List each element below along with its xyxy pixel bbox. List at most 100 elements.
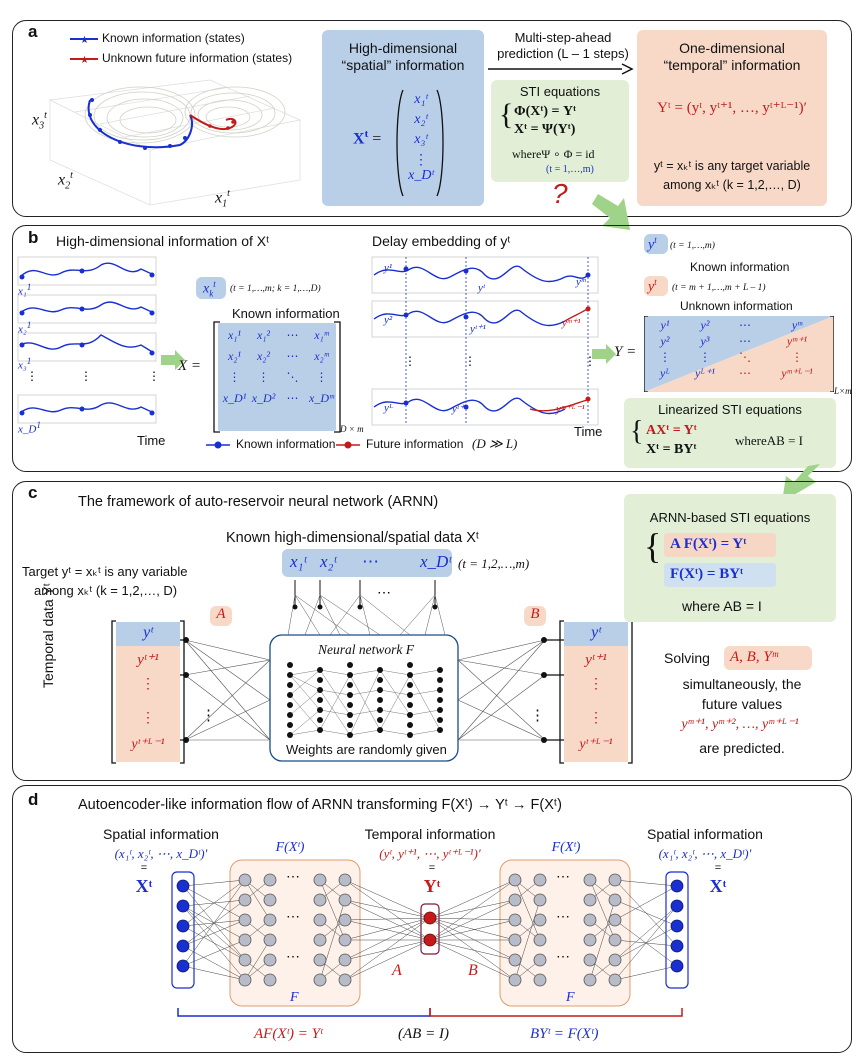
solving-vars-chip — [724, 646, 812, 670]
svg-text:⋯: ⋯ — [377, 584, 391, 600]
dots-d-l3: ⋯ — [286, 948, 300, 964]
input-xD: x_Dᵗ — [420, 552, 452, 571]
X-cell: x_D¹ — [222, 391, 247, 405]
time-right: Time — [574, 424, 603, 439]
panel-d-title: Autoencoder-like information flow of ARN… — [78, 797, 562, 813]
panel-a — [12, 20, 852, 217]
Y-def: Yᵗ = (yᵗ, yᵗ⁺¹, …, yᵗ⁺ᴸ⁻¹)′ — [657, 100, 807, 116]
Y-cell: yᵐ⁺¹ — [786, 334, 808, 348]
sti-eq-1: Φ(Xᵗ) = Yᵗ — [514, 104, 577, 119]
Y-cell: ⋮ — [791, 350, 803, 364]
xk-chip-text: xkt — [203, 279, 216, 299]
time-left: Time — [137, 433, 166, 448]
B-label-c: B — [530, 606, 540, 622]
B-label-d: B — [468, 962, 478, 979]
hd-spatial-box — [322, 30, 484, 206]
arrow-text-1: Multi-step-ahead — [514, 30, 612, 45]
spatial-right-tuple: (x₁ᵗ, x₂ᵗ, ⋯, x_Dᵗ)′ — [658, 846, 752, 861]
temporal-tuple: (yᵗ, yᵗ⁺¹, ⋯, yᵗ⁺ᴸ⁻¹)′ — [379, 846, 481, 861]
y-series-plots: ⋮⋮⋮ — [371, 256, 599, 426]
svg-text:⋮: ⋮ — [464, 354, 476, 368]
axis-x3-label: x3t — [32, 110, 47, 132]
spatial-left-title: Spatial information — [103, 826, 219, 842]
Y-cell: y³ — [700, 334, 710, 348]
attractor-plot — [48, 79, 302, 206]
panel-c — [12, 481, 852, 781]
yt-unknown-note: (t = m + 1,…,m + L – 1) — [672, 283, 766, 293]
B-chip-c — [524, 606, 546, 626]
hd-title-1: High-dimensional — [348, 40, 458, 56]
Y-cell: y² — [660, 334, 670, 348]
y-col-left-1: yᵗ⁺¹ — [137, 652, 159, 668]
X-matrix-grid: x₁¹ x₁² ⋯ x₁ᵐ x₂¹ x₂² ⋯ x₂ᵐ ⋮ ⋮ ⋱ ⋮ x_D¹… — [220, 328, 336, 406]
yt-unknown-chip — [644, 276, 668, 296]
y-col-right-brackets — [559, 620, 633, 764]
arnn-sti-title: ARNN-based STI equations — [649, 510, 811, 525]
X-cell: ⋯ — [286, 391, 299, 405]
y-col-left-0: yᵗ — [143, 624, 153, 641]
green-arrow-b1 — [161, 350, 185, 370]
panel-b — [12, 225, 852, 472]
od-title-2: “temporal” information — [663, 57, 801, 73]
xk-note: (t = 1,…,m; k = 1,…,D) — [230, 284, 321, 294]
Y-matrix-bg — [644, 316, 834, 392]
Y-dim: L×m — [834, 386, 852, 396]
dots-d-r2: ⋯ — [556, 908, 570, 924]
y-col-right-1: yᵗ⁺¹ — [585, 652, 607, 668]
Y-cell: ⋯ — [739, 318, 751, 332]
question-mark: ? — [552, 178, 568, 209]
arrow-text-2: prediction (L – 1 steps) — [497, 46, 629, 61]
prediction-arrow — [488, 63, 634, 75]
F-left-d: F — [290, 990, 299, 1005]
arnn-brace: { — [644, 526, 662, 566]
y-col-right-3: ⋮ — [589, 711, 603, 726]
eq-right: = — [714, 862, 722, 874]
Xt-left: Xᵗ — [135, 876, 153, 896]
y1-series-label: y¹ — [384, 262, 393, 274]
input-x1: x₁ᵗ — [290, 552, 307, 571]
Y-cell: yᵐ⁺ᴸ⁻¹ — [781, 366, 813, 380]
X-entry-1: x₁ᵗ — [414, 92, 428, 107]
eq-left: = — [140, 862, 148, 874]
legend-unknown-text: Unknown future information (states) — [102, 51, 293, 65]
A-label-c: A — [216, 606, 226, 622]
right-dots-c: ⋮ — [530, 707, 545, 724]
svg-text:★: ★ — [80, 35, 89, 44]
panel-d-label: d — [28, 790, 39, 809]
X-cell: ⋱ — [286, 370, 299, 384]
green-arrow-b2 — [592, 344, 616, 364]
A-label-d: A — [392, 962, 402, 979]
nn-label: Neural network F — [318, 642, 414, 657]
yk-text-1: yᵗ = xₖᵗ is any target variable — [653, 159, 811, 173]
sti-brace: { — [499, 98, 514, 131]
X-vector-brackets — [396, 89, 444, 197]
X-cell: x₂ᵐ — [314, 349, 329, 363]
x1-series-label: x₁1 — [18, 282, 32, 298]
yt1-mid-label: yᵗ⁺¹ — [470, 323, 486, 335]
lin-brace: { — [630, 416, 644, 447]
F-right-d: F — [566, 990, 575, 1005]
X-entry-4: ⋮ — [414, 153, 428, 168]
sti-title: STI equations — [519, 84, 601, 99]
y-col-left-top — [116, 622, 180, 646]
legend-b-known: Known information — [236, 437, 336, 451]
yt-known-chip — [644, 234, 668, 254]
arnn-eq-2: F(Xᵗ) = BYᵗ — [670, 566, 744, 582]
ym1-end-label: yᵐ⁺¹ — [562, 317, 581, 329]
solving-label: Solving — [664, 650, 710, 666]
lin-eq-2: Xᵗ = BYᵗ — [646, 442, 697, 457]
legend-known-line: ★ — [70, 35, 98, 44]
arnn-eq-1: A F(Xᵗ) = Yᵗ — [670, 536, 747, 552]
X-matrix-bg — [218, 323, 336, 431]
predicted-label: are predicted. — [699, 740, 785, 756]
yt-known-chip-text: yt — [648, 235, 657, 253]
panel-b-label: b — [28, 228, 39, 247]
Y-cell: yᵐ — [791, 318, 803, 332]
Y-cell: ⋮ — [699, 350, 711, 364]
y-col-right-0: yᵗ — [591, 624, 601, 641]
known-trajectory — [87, 99, 193, 149]
green-arrow-b-to-c — [782, 464, 820, 502]
known-info-left: Known information — [232, 306, 340, 321]
y-col-right-rest — [564, 646, 628, 762]
legend-known-dot — [206, 441, 230, 449]
